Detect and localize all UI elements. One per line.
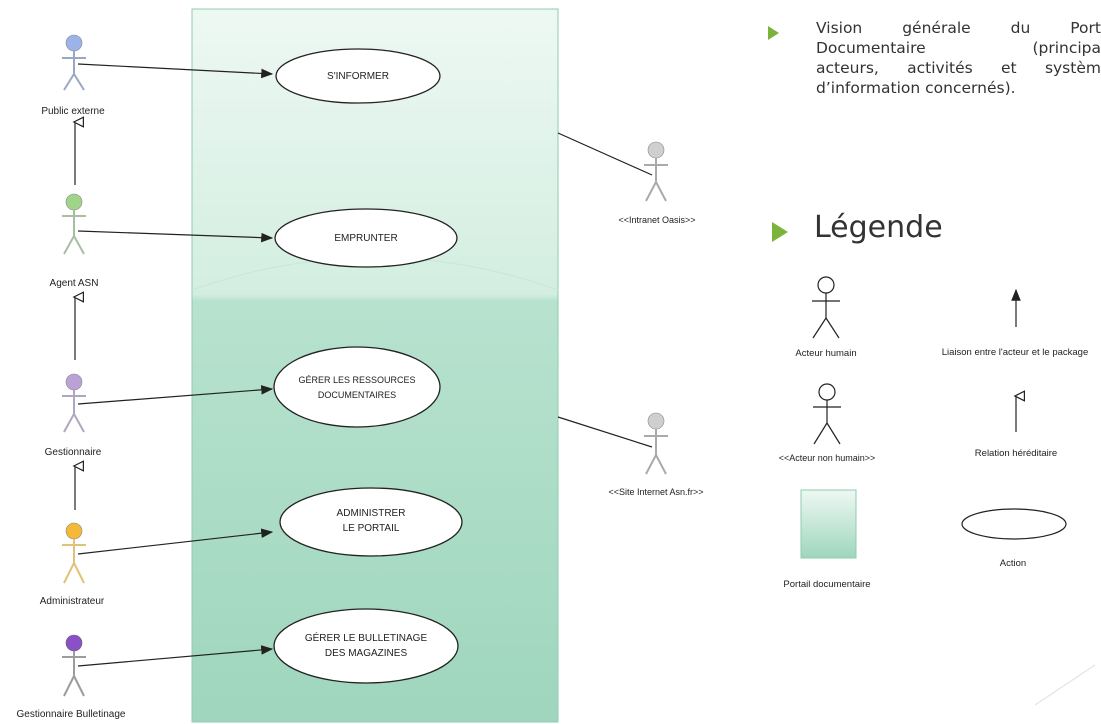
stick-figure-icon xyxy=(62,373,86,433)
use-case-administrer: ADMINISTRER LE PORTAIL xyxy=(279,487,463,557)
svg-text:Liaison entre l'acteur et le p: Liaison entre l'acteur et le package xyxy=(942,347,1089,358)
use-case-gerer-bulletinage: GÉRER LE BULLETINAGE DES MAGAZINES xyxy=(273,608,459,684)
svg-text:Portail documentaire: Portail documentaire xyxy=(783,579,870,590)
actor-site-internet: <<Site Internet Asn.fr>> xyxy=(608,412,704,497)
use-case-gerer-ressources: GÉRER LES RESSOURCES DOCUMENTAIRES xyxy=(273,346,441,428)
legend-action: Action xyxy=(961,508,1067,569)
svg-text:<<Acteur non humain>>: <<Acteur non humain>> xyxy=(779,453,876,463)
stick-figure-icon xyxy=(62,34,86,91)
use-case-label: EMPRUNTER xyxy=(334,233,397,244)
svg-text:Agent ASN: Agent ASN xyxy=(50,278,99,289)
svg-text:<<Site Internet Asn.fr>>: <<Site Internet Asn.fr>> xyxy=(608,487,703,497)
actor-gestionnaire-bulletinage: Gestionnaire Bulletinage xyxy=(17,634,126,720)
legend-package: Portail documentaire xyxy=(783,489,871,590)
use-case-emprunter: EMPRUNTER xyxy=(274,208,458,268)
actor-public-externe: Public externe xyxy=(41,34,105,117)
legend-link: Liaison entre l'acteur et le package xyxy=(942,288,1089,358)
svg-text:Acteur humain: Acteur humain xyxy=(795,348,856,359)
description-line: d’information concernés). xyxy=(816,79,1016,97)
actor-gestionnaire: Gestionnaire xyxy=(45,373,102,458)
stick-figure-icon xyxy=(62,193,86,255)
svg-text:Relation héréditaire: Relation héréditaire xyxy=(975,448,1057,459)
legend-non-human-actor: <<Acteur non humain>> xyxy=(779,383,876,463)
description-line: Documentaire(principa xyxy=(816,39,1101,57)
actor-administrateur: Administrateur xyxy=(40,522,105,607)
use-case-s-informer: S'INFORMER xyxy=(275,48,441,104)
legend-human-actor: Acteur humain xyxy=(795,276,857,359)
use-case-label: S'INFORMER xyxy=(327,71,389,82)
svg-text:<<Intranet Oasis>>: <<Intranet Oasis>> xyxy=(618,215,695,225)
actor-agent-asn: Agent ASN xyxy=(50,193,99,289)
svg-text:Public externe: Public externe xyxy=(41,106,105,117)
use-case-label: GÉRER LES RESSOURCES xyxy=(298,375,415,385)
use-case-label: GÉRER LE BULLETINAGE xyxy=(305,631,428,644)
decorative-line xyxy=(1034,664,1096,706)
stick-figure-icon xyxy=(812,276,840,339)
stick-figure-icon xyxy=(813,383,841,445)
legend-inheritance: Relation héréditaire xyxy=(975,396,1057,459)
legend-title: Légende xyxy=(814,210,943,245)
use-case-label: DOCUMENTAIRES xyxy=(318,390,396,400)
use-case-label: ADMINISTRER xyxy=(337,508,406,519)
bullet-arrow-icon xyxy=(768,26,779,40)
stick-figure-icon xyxy=(62,522,86,584)
svg-text:Gestionnaire: Gestionnaire xyxy=(45,447,102,458)
svg-text:Gestionnaire Bulletinage: Gestionnaire Bulletinage xyxy=(17,709,126,720)
stick-figure-icon xyxy=(644,141,668,202)
svg-text:Action: Action xyxy=(1000,558,1026,569)
actor-intranet-oasis: <<Intranet Oasis>> xyxy=(618,141,696,225)
svg-text:Administrateur: Administrateur xyxy=(40,596,105,607)
use-case-label: DES MAGAZINES xyxy=(325,648,408,659)
use-case-label: LE PORTAIL xyxy=(343,523,400,534)
stick-figure-icon xyxy=(644,412,668,475)
stick-figure-icon xyxy=(62,634,86,697)
association-lines xyxy=(77,63,653,667)
legend-arrow-icon xyxy=(772,222,788,242)
